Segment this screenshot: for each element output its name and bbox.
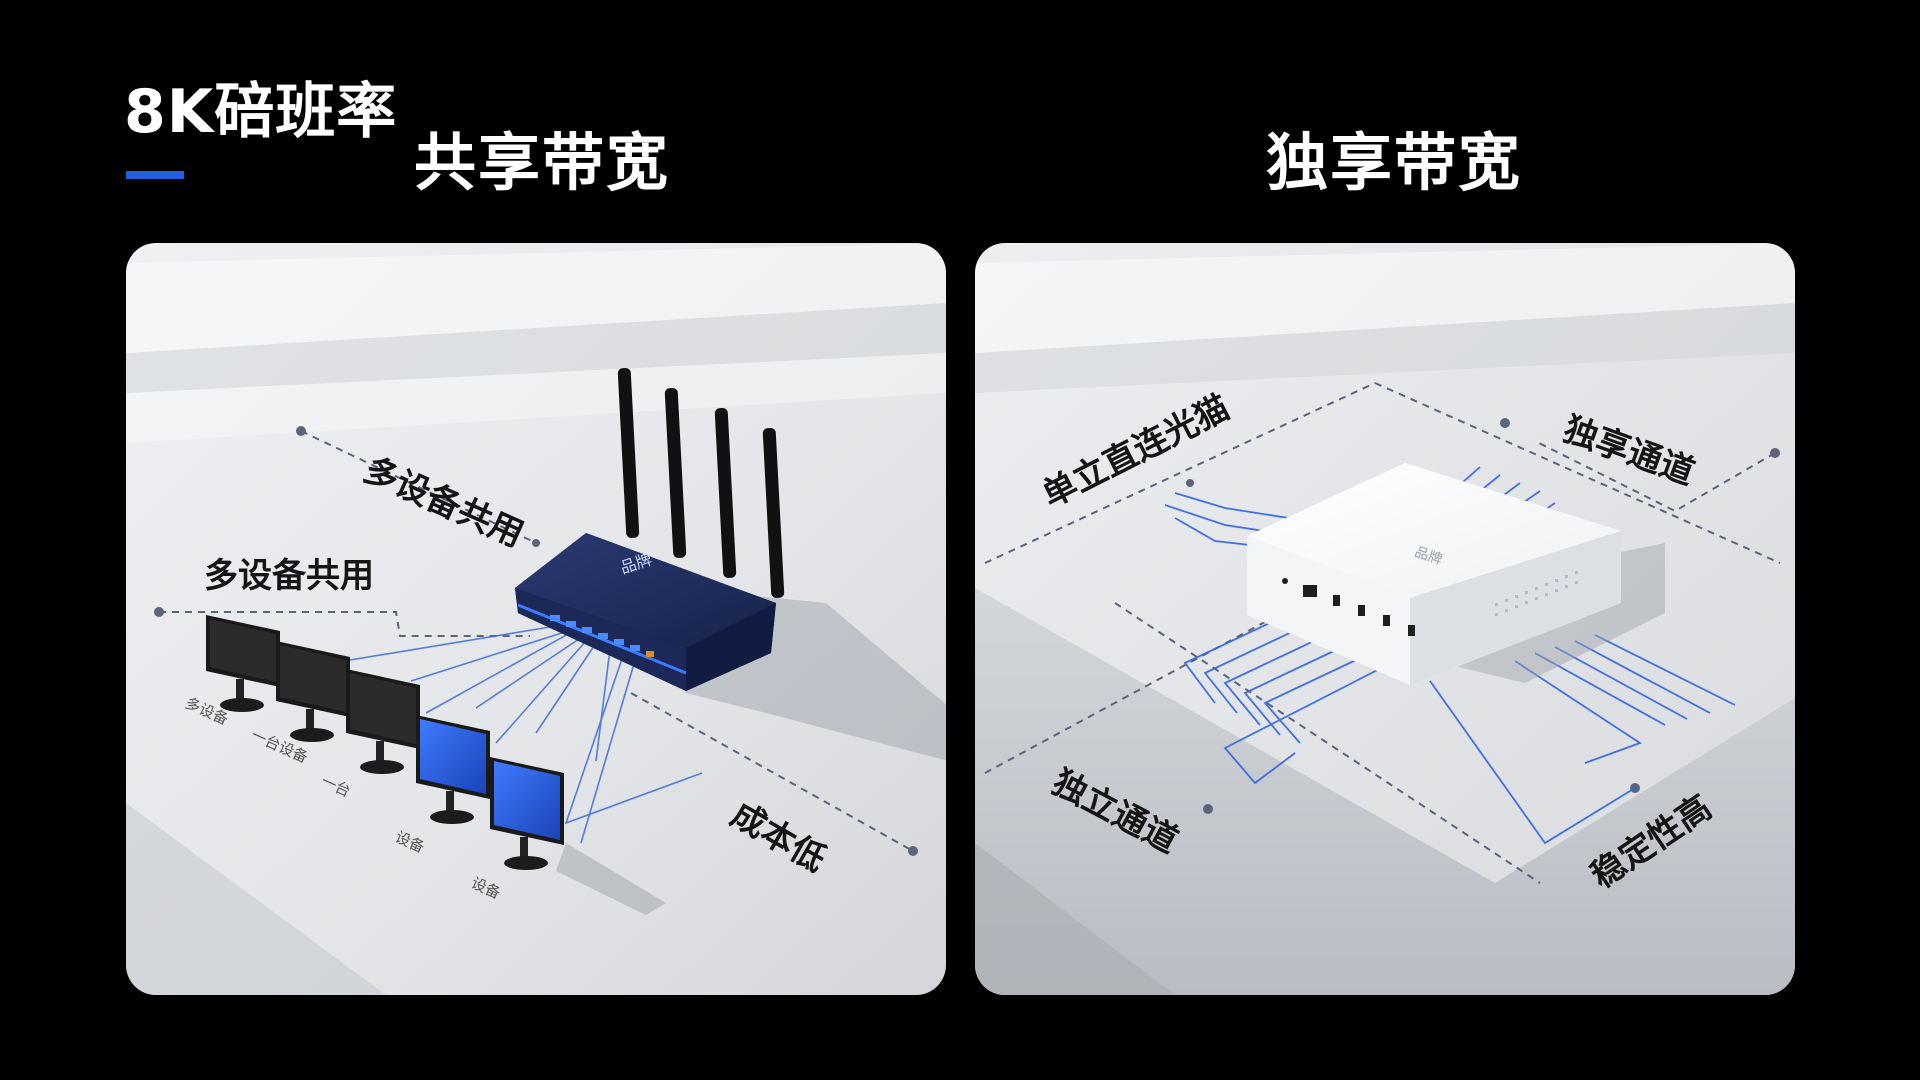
monitor [416,715,490,824]
tag-multi-device-side: 多设备共用 [204,556,374,596]
brand-title: 8K碚班率 [124,77,398,147]
guide-dot [908,846,918,856]
brand-underline [126,171,184,179]
light-stripe [126,243,946,353]
shared-bandwidth-panel: 多设备共用 多设备共用 成本低 品牌 多设备 一台设备 一台 设备 设备 [126,243,946,995]
optical-modem-device [1247,463,1621,685]
device-ports [1282,578,1415,636]
monitor [276,641,350,742]
guide-dot [1500,418,1510,428]
router-antennas [617,368,785,598]
device-vents [1495,571,1578,616]
left-heading: 共享带宽 [414,126,671,199]
light-stripe [975,243,1795,353]
shadow-stripe [975,303,1795,393]
shadow-stripe [126,303,946,393]
monitor-row [206,615,666,915]
dedicated-bandwidth-panel: 单立直连光猫 独享通道 独立通道 稳定性高 品牌 [975,243,1795,995]
guide-dot [1186,479,1194,487]
wifi-router [515,368,785,691]
ledge-dark [975,843,1175,995]
guide-dot [154,607,164,617]
guide-dot [532,539,540,547]
monitor [206,615,280,712]
router-ports [550,615,654,657]
guide-line [1114,602,1541,884]
light-stripe [126,353,946,443]
ledge-front [975,588,1795,995]
dedicated-bandwidth-illustration [975,243,1795,995]
guide-line [984,382,1376,564]
guide-dot [296,426,306,436]
guide-dot [1770,448,1780,458]
guide-line [159,611,530,637]
monitor [490,757,564,870]
guide-line [984,594,1316,774]
guide-line [1374,382,1781,564]
monitor-shadow [556,843,666,915]
guide-line [630,692,914,852]
guide-line [300,430,537,544]
ethernet-cables [343,625,703,844]
right-heading: 独享带宽 [1266,126,1523,199]
shared-bandwidth-illustration [126,243,946,995]
shadow-stripe [126,803,386,995]
guide-dot [1203,804,1213,814]
monitor [346,669,420,774]
